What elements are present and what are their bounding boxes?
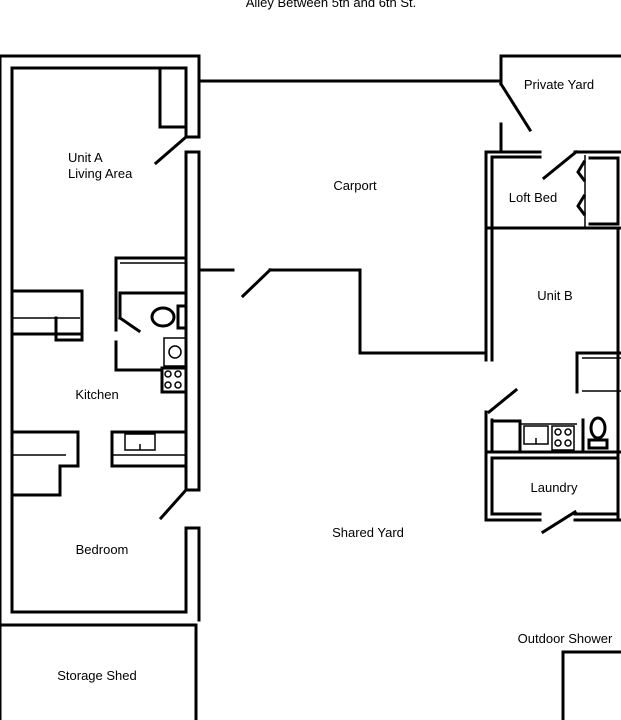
door-swing	[486, 387, 519, 415]
loft-bed-label: Loft Bed	[509, 190, 557, 205]
living-area-label: Living Area	[68, 166, 133, 181]
unit-b-label: Unit B	[537, 288, 572, 303]
toilet-icon	[150, 306, 176, 328]
unit-b-walls	[484, 149, 621, 720]
gate-swing	[498, 81, 533, 133]
laundry-label: Laundry	[531, 480, 578, 495]
kitchen-label: Kitchen	[75, 387, 118, 402]
door-swing	[153, 134, 189, 166]
door-swing	[158, 487, 189, 521]
carport-walls	[197, 54, 621, 355]
shared-yard-label: Shared Yard	[332, 525, 404, 540]
alley-label: Alley Between 5th and 6th St.	[246, 0, 417, 10]
door-swing	[240, 267, 273, 299]
unit-a-walls	[0, 54, 201, 720]
toilet-icon	[589, 416, 607, 440]
unit-a-label: Unit A	[68, 150, 103, 165]
private-yard-label: Private Yard	[524, 77, 594, 92]
outdoor-shower-label: Outdoor Shower	[518, 631, 613, 646]
storage-shed-label: Storage Shed	[57, 668, 137, 683]
door-swing	[540, 509, 578, 535]
bedroom-label: Bedroom	[76, 542, 129, 557]
unit-a-interior	[10, 256, 188, 497]
carport-label: Carport	[333, 178, 377, 193]
door-swing	[541, 149, 579, 181]
